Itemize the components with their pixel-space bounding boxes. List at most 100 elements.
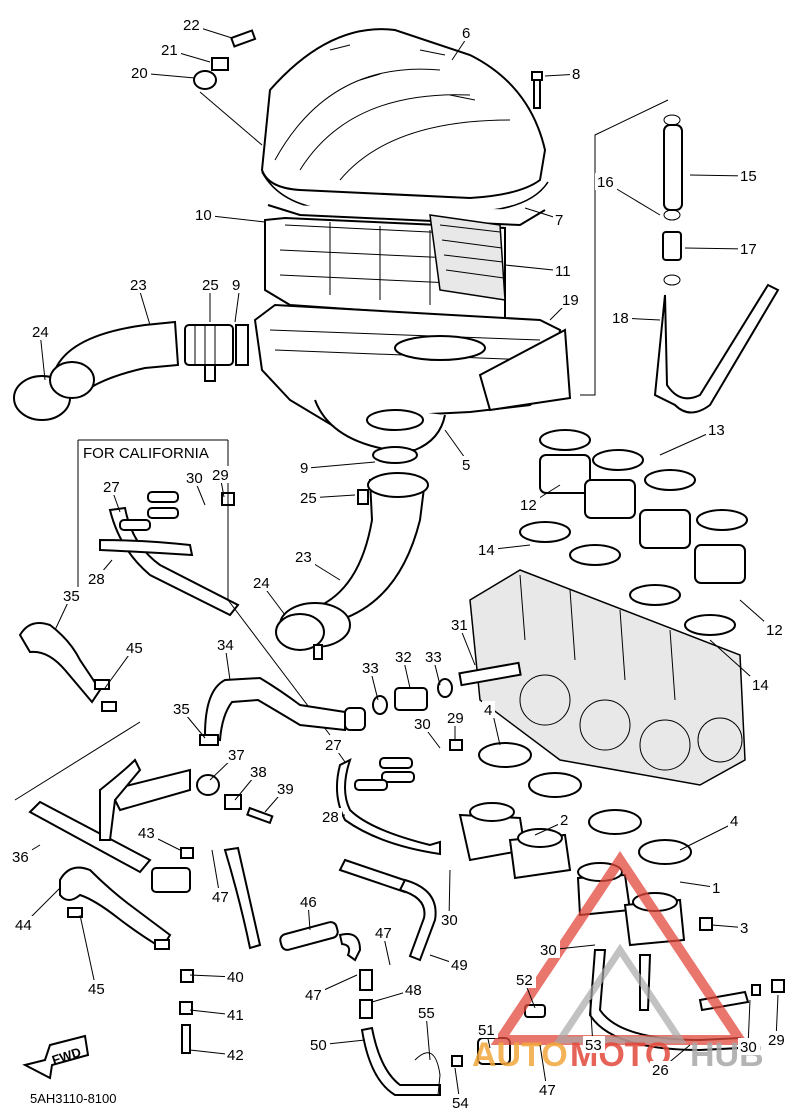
callout-bg [30,323,52,340]
callout-20: 20 [131,65,148,82]
callout-bg [298,459,311,476]
callout-bg [225,1046,247,1063]
callout-bg [200,276,222,293]
callout-bg [538,941,560,958]
california-label: FOR CALIFORNIA [83,445,209,462]
callout-52: 52 [516,972,533,989]
callout-bg [553,262,575,279]
callout-bg [710,879,723,896]
callout-bg [275,780,297,797]
callout-bg [476,541,498,558]
diagram-code: 5AH3110-8100 [30,1091,117,1106]
bands-4 [478,742,692,865]
air-filter-element [264,204,546,322]
callout-6: 6 [462,25,470,42]
callout-bg [738,240,760,257]
callout-16: 16 [597,174,614,191]
callout-12: 12 [766,622,783,639]
leader-36 [14,721,141,801]
hose-34 [199,676,366,746]
callout-bg [225,968,247,985]
callout-bg [184,469,206,486]
callout-bg [215,636,237,653]
callout-30: 30 [540,942,557,959]
callout-bg [445,709,467,726]
intake-manifold-2 [458,802,572,880]
callout-38: 38 [250,764,267,781]
callout-24: 24 [32,324,49,341]
callout-bg [482,701,495,718]
callout-45: 45 [88,981,105,998]
callout-bg [210,888,232,905]
callout-bg [738,1038,760,1055]
intake-duct-upper [13,320,249,421]
callout-47: 47 [305,987,322,1004]
callout-35: 35 [173,701,190,718]
callout-29: 29 [447,710,464,727]
callout-bg [514,971,536,988]
callout-bg [610,309,632,326]
air-box-cover [260,28,549,213]
callout-bg [476,1021,498,1038]
hoses-lower-middle [223,846,437,1019]
callout-27: 27 [103,479,120,496]
callout-leader [684,247,749,250]
callout-28: 28 [322,809,339,826]
vacuum-parts [372,661,522,751]
callout-19: 19 [562,292,579,309]
callout-47: 47 [539,1082,556,1099]
callout-bg [225,1006,247,1023]
callout-bg [128,276,150,293]
right-hoses [653,114,780,414]
callout-bg [393,648,415,665]
callout-bg [403,981,425,998]
callout-bg [298,893,320,910]
callout-bg [303,986,325,1003]
intake-duct-lower [275,446,429,660]
callout-11: 11 [555,263,571,280]
callout-44: 44 [15,917,32,934]
callout-bg [226,746,248,763]
air-box-case [253,303,572,451]
callout-bg [416,1004,438,1021]
callout-bg [423,648,445,665]
callout-bg [159,41,181,58]
callout-bg [570,65,583,82]
bolt-8 [531,71,543,109]
callout-bg [439,911,461,928]
callout-23: 23 [295,549,312,566]
callout-bg [124,639,146,656]
callout-12: 12 [520,497,537,514]
callout-bg [171,700,193,717]
callout-22: 22 [183,17,200,34]
hose-27-28 [335,757,441,856]
callout-36: 36 [12,849,29,866]
callout-bg [766,1031,788,1048]
callout-bg [293,548,315,565]
callout-bg [537,1081,559,1098]
callout-29: 29 [212,467,229,484]
callout-bg [86,570,108,587]
callout-bg [360,659,382,676]
callout-bg [764,621,786,638]
callout-33: 33 [425,649,442,666]
callout-bg [230,276,243,293]
callout-24: 24 [253,575,270,592]
callout-bg [136,824,158,841]
callout-10: 10 [195,207,212,224]
callout-bg [449,956,471,973]
callout-bg [101,478,123,495]
callout-3: 3 [740,920,748,937]
callout-47: 47 [212,889,229,906]
callout-43: 43 [138,825,155,842]
callout-48: 48 [405,982,422,999]
callout-21: 21 [161,42,178,59]
callout-15: 15 [740,168,757,185]
callout-28: 28 [88,571,105,588]
callout-33: 33 [362,660,379,677]
callout-9: 9 [232,277,240,294]
callout-2: 2 [560,812,568,829]
callout-1: 1 [712,880,720,897]
callout-49: 49 [451,957,468,974]
